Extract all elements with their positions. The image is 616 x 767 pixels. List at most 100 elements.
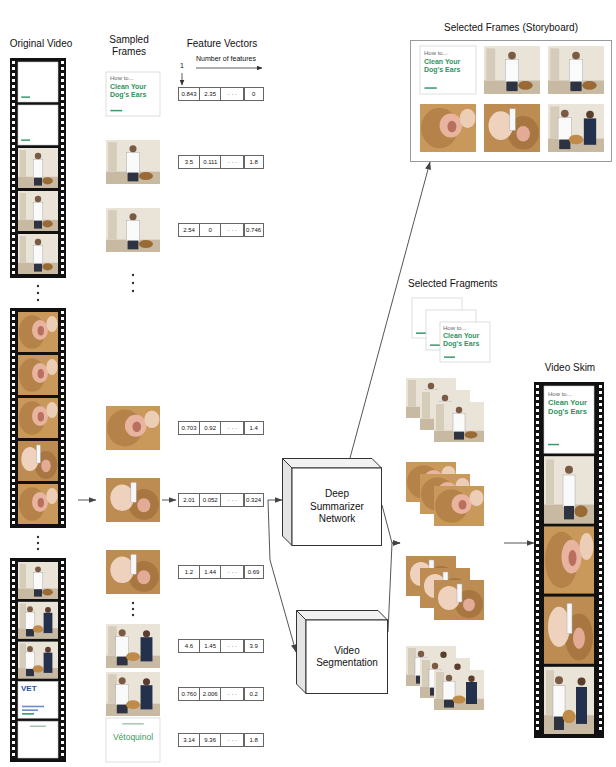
sprocket-hole (12, 437, 15, 440)
illustration-shape (32, 363, 48, 383)
sprocket-hole (12, 615, 15, 618)
illustration-shape (452, 494, 472, 514)
illustration-shape (35, 566, 41, 572)
illustration-shape (32, 406, 48, 426)
illustration-shape (131, 554, 136, 574)
sprocket-hole (599, 409, 602, 412)
illustration-shape (42, 589, 52, 596)
video-frame (18, 234, 58, 274)
illustration-shape (25, 612, 35, 630)
illustration-shape (440, 322, 490, 362)
sprocket-hole (599, 457, 602, 460)
video-frame (544, 667, 594, 734)
sprocket-hole (61, 747, 64, 750)
ellipsis-dot (132, 290, 134, 292)
sprocket-hole (61, 187, 64, 190)
sprocket-hole (12, 253, 15, 256)
sprocket-hole (61, 259, 64, 262)
sprocket-hole (61, 139, 64, 142)
sprocket-hole (12, 115, 15, 118)
sprocket-hole (12, 341, 15, 344)
sprocket-hole (599, 709, 602, 712)
illustration-shape (443, 681, 455, 700)
illustration-shape (484, 104, 540, 152)
illustration-shape (128, 173, 139, 182)
sprocket-hole (536, 463, 539, 466)
box-front-face (292, 468, 382, 546)
sprocket-hole (12, 491, 15, 494)
video-frame (18, 642, 58, 679)
feature-vector: 3.50.111· · ·1.8 (178, 155, 264, 169)
ellipsis-dot (37, 299, 39, 301)
sprocket-hole (12, 579, 15, 582)
sprocket-hole (12, 741, 15, 744)
vector-value: 1.8 (244, 733, 264, 747)
illustration-shape (20, 150, 26, 177)
sprocket-hole (61, 347, 64, 350)
video-frame (544, 456, 594, 523)
video-frame (18, 602, 58, 639)
sprocket-hole (61, 509, 64, 512)
sprocket-hole (599, 505, 602, 508)
video-frame (18, 105, 58, 145)
sprocket-hole (12, 521, 15, 524)
sprocket-hole (12, 413, 15, 416)
sprocket-hole (61, 639, 64, 642)
illustration-shape (125, 415, 147, 437)
flow-arrow (268, 500, 282, 501)
illustration-shape (548, 607, 570, 647)
illustration-shape (38, 412, 44, 422)
illustration-shape (430, 344, 441, 346)
sprocket-hole (12, 359, 15, 362)
illustration-shape (456, 407, 462, 413)
illustration-shape (106, 208, 160, 252)
illustration-shape (35, 196, 41, 202)
sprocket-hole (536, 385, 539, 388)
video-frame (106, 140, 160, 184)
illustration-shape (563, 710, 576, 723)
illustration-shape (434, 486, 484, 526)
illustration-shape (444, 356, 455, 358)
illustration-shape (570, 82, 581, 92)
sprocket-hole (61, 229, 64, 232)
illustration-shape (32, 320, 48, 340)
sprocket-hole (536, 451, 539, 454)
sprocket-hole (12, 425, 15, 428)
sprocket-hole (61, 157, 64, 160)
ellipsis-dot (132, 614, 134, 616)
feature-vector: 2.540· · ·0.746 (178, 223, 264, 237)
sprocket-hole (12, 211, 15, 214)
sprocket-hole (61, 729, 64, 732)
video-frame (106, 478, 160, 522)
sprocket-hole (61, 223, 64, 226)
sprocket-hole (12, 73, 15, 76)
video-frame (106, 718, 160, 762)
sprocket-hole (536, 391, 539, 394)
sprocket-hole (12, 561, 15, 564)
sprocket-hole (536, 499, 539, 502)
sprocket-hole (599, 403, 602, 406)
illustration-shape (420, 104, 476, 152)
sprocket-hole (61, 253, 64, 256)
illustration-shape (46, 316, 57, 332)
illustration-shape (463, 598, 475, 611)
sprocket-hole (536, 631, 539, 634)
illustration-shape (22, 709, 38, 711)
sprocket-hole (536, 661, 539, 664)
illustration-shape (30, 726, 46, 727)
ellipsis-dot (132, 608, 134, 610)
sprocket-hole (536, 619, 539, 622)
illustration-shape (139, 240, 153, 248)
sprocket-hole (61, 329, 64, 332)
sprocket-hole (61, 633, 64, 636)
video-frame (484, 46, 540, 94)
sprocket-hole (61, 79, 64, 82)
video-frame (18, 681, 58, 718)
flow-arrow (382, 505, 400, 543)
illustration-shape (18, 177, 58, 188)
video-frame (18, 398, 58, 438)
video-frame (548, 46, 604, 94)
sprocket-hole (536, 715, 539, 718)
sprocket-hole (536, 697, 539, 700)
illustration-shape (434, 580, 484, 620)
